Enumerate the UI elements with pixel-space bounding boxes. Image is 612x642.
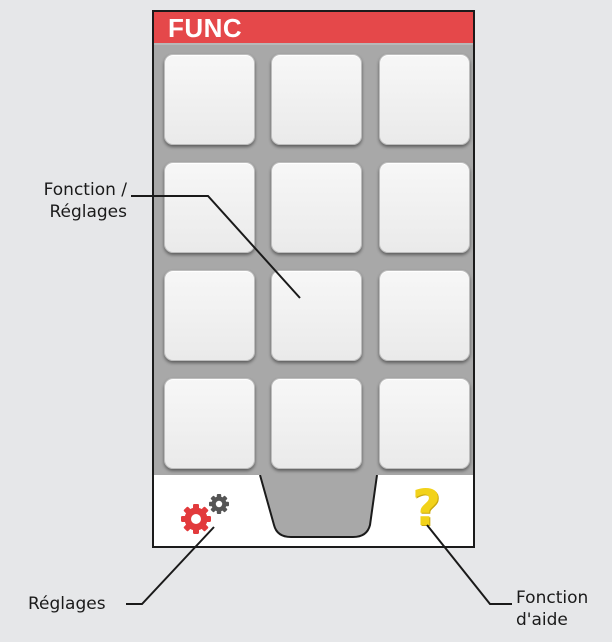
function-tile-4-1[interactable] <box>164 378 255 469</box>
function-tile-4-2[interactable] <box>271 378 362 469</box>
help-question-mark-icon[interactable]: ? <box>412 479 442 537</box>
screen-title: FUNC <box>168 13 243 43</box>
callout-settings: Réglages <box>28 593 106 615</box>
function-tile-2-3[interactable] <box>379 162 470 253</box>
function-tile-3-1[interactable] <box>164 270 255 361</box>
callout-function-settings-line2: Réglages <box>49 202 127 222</box>
center-tab[interactable] <box>154 475 473 548</box>
callout-function-settings: Fonction / Réglages <box>6 179 127 223</box>
function-grid <box>154 45 473 475</box>
function-tile-1-2[interactable] <box>271 54 362 145</box>
callout-settings-text: Réglages <box>28 594 106 614</box>
title-bar: FUNC <box>154 12 473 45</box>
function-tile-1-3[interactable] <box>379 54 470 145</box>
callout-function-settings-line1: Fonction / <box>43 180 127 200</box>
function-tile-2-2[interactable] <box>271 162 362 253</box>
function-tile-3-3[interactable] <box>379 270 470 361</box>
callout-help-line2: d'aide <box>516 610 568 630</box>
function-tile-2-1[interactable] <box>164 162 255 253</box>
callout-help: Fonction d'aide <box>516 587 588 631</box>
function-tile-3-2[interactable] <box>271 270 362 361</box>
device-screen: FUNC <box>152 10 475 548</box>
callout-help-line1: Fonction <box>516 588 589 608</box>
function-tile-4-3[interactable] <box>379 378 470 469</box>
function-tile-1-1[interactable] <box>164 54 255 145</box>
settings-gears-icon[interactable] <box>174 489 244 537</box>
bottom-bar: ? <box>154 475 473 548</box>
